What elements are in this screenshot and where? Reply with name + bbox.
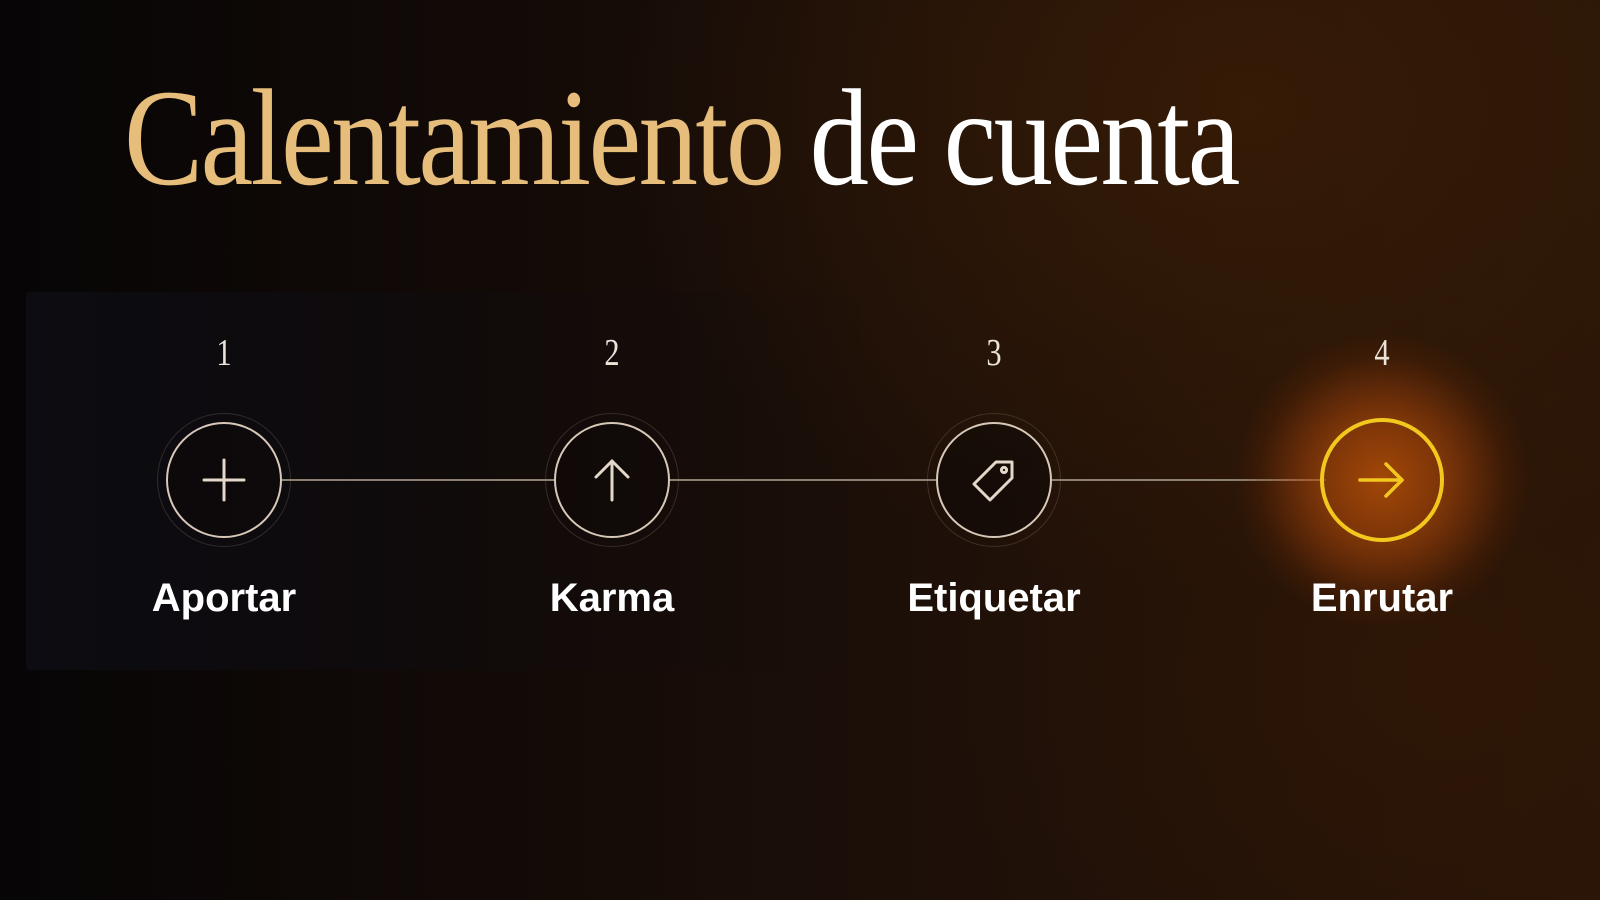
arrow-right-icon: [1358, 462, 1404, 498]
step-number: 1: [216, 332, 232, 374]
plus-icon: [202, 458, 246, 502]
step-circle[interactable]: [166, 422, 282, 538]
step-number: 4: [1374, 332, 1390, 374]
step-ring: [157, 413, 291, 547]
step-number: 2: [604, 332, 620, 374]
connector-line-2-3: [668, 479, 936, 481]
step-label: Etiquetar: [907, 576, 1081, 620]
tag-icon: [972, 460, 1014, 502]
step-ring: [545, 413, 679, 547]
step-circle[interactable]: [554, 422, 670, 538]
step-label: Aportar: [151, 576, 297, 620]
connector-line-1-2: [280, 479, 556, 481]
step-label: Karma: [549, 576, 675, 620]
step-circle-active[interactable]: [1320, 418, 1444, 542]
step-enrutar[interactable]: 4 Enrutar: [1232, 0, 1532, 900]
arrow-up-icon: [594, 459, 630, 502]
title-rest: de cuenta: [809, 61, 1241, 214]
title-highlight: Calentamiento: [124, 61, 785, 214]
step-karma[interactable]: 2 Karma: [492, 0, 732, 900]
step-circle[interactable]: [936, 422, 1052, 538]
step-number: 3: [986, 332, 1002, 374]
step-label: Enrutar: [1310, 576, 1454, 620]
step-etiquetar[interactable]: 3 Etiquetar: [874, 0, 1114, 900]
step-ring: [927, 413, 1061, 547]
connector-line-3-4: [1052, 479, 1326, 481]
page-title: Calentamiento de cuenta: [124, 61, 1241, 214]
step-aportar[interactable]: 1 Aportar: [104, 0, 344, 900]
